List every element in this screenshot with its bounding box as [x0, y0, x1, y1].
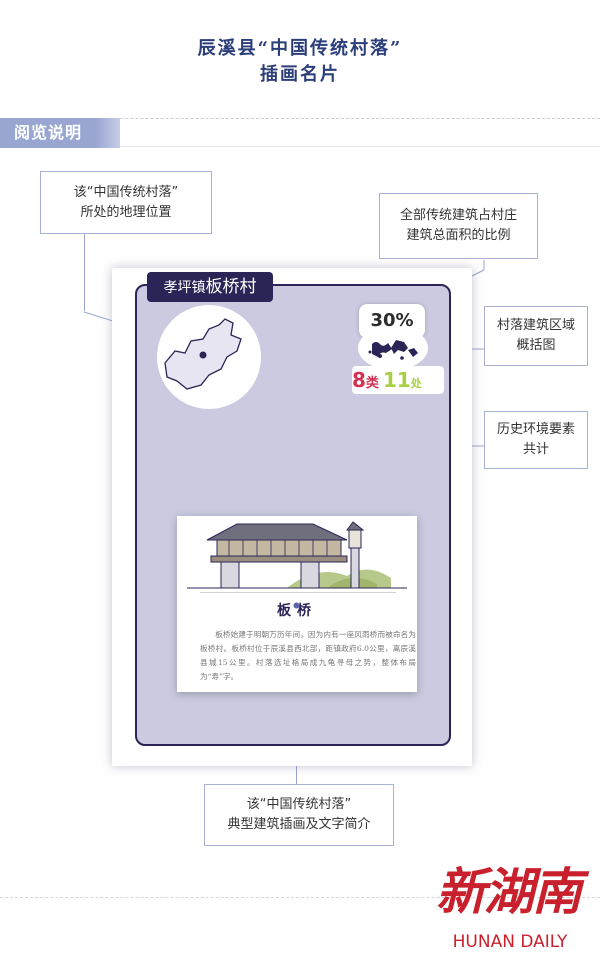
page-title: 辰溪县“中国传统村落” 插画名片: [0, 36, 600, 88]
callout-ratio-line1: 全部传统建筑占村庄: [399, 208, 517, 223]
callout-illustration: 该“中国传统村落” 典型建筑插画及文字简介: [204, 784, 394, 846]
callout-location: 该“中国传统村落” 所处的地理位置: [40, 171, 212, 234]
county-map-shape: [164, 318, 242, 390]
callout-illustration-line1: 该“中国传统村落”: [246, 797, 352, 812]
category-unit: 类: [365, 376, 379, 391]
callout-heritage-count: 历史环境要素 共计: [484, 411, 588, 469]
section-divider: [120, 146, 600, 147]
buildings-area-shape: [368, 340, 418, 360]
callout-illustration-line2: 典型建筑插画及文字简介: [227, 817, 371, 832]
callout-heritage-line1: 历史环境要素: [496, 422, 575, 437]
brand-logo-en: HUNAN DAILY: [452, 932, 568, 952]
callout-ratio-line2: 建筑总面积的比例: [406, 228, 511, 243]
site-unit: 处: [410, 377, 422, 390]
bridge-illustration: [187, 521, 407, 589]
village-name-tag: 孝坪镇板桥村: [147, 272, 273, 302]
village-name: 板桥村: [205, 277, 257, 297]
brand-logo: 新湖南: [436, 862, 582, 921]
footer-divider: [0, 897, 600, 898]
illustration-title: 板桥: [277, 603, 317, 619]
illustration-divider: [200, 592, 396, 593]
illustration-description: 板桥始建于明朝万历年间，因为内有一座风雨桥而被命名为板桥村。板桥村位于辰溪县西北…: [200, 630, 416, 681]
callout-ratio: 全部传统建筑占村庄 建筑总面积的比例: [379, 193, 538, 259]
site-count: 11: [382, 368, 411, 392]
header-divider: [0, 118, 600, 119]
buildings-area-map: [358, 326, 428, 370]
title-line-2: 插画名片: [260, 64, 340, 85]
callout-buildings-area: 村落建筑区域 概括图: [484, 306, 588, 366]
callout-location-line1: 该“中国传统村落”: [73, 184, 179, 200]
title-line-1: 辰溪县“中国传统村落”: [197, 38, 403, 59]
callout-buildings-line2: 概括图: [516, 338, 556, 353]
section-label: 阅览说明: [0, 118, 120, 148]
callout-buildings-line1: 村落建筑区域: [496, 318, 575, 333]
category-count: 8: [352, 368, 366, 392]
illustration-connector-dot: [293, 602, 300, 609]
callout-heritage-line2: 共计: [522, 442, 549, 457]
town-name: 孝坪镇: [163, 280, 206, 296]
location-map: [157, 305, 261, 409]
connector-location-v: [84, 233, 85, 311]
callout-location-line2: 所处的地理位置: [80, 204, 172, 220]
